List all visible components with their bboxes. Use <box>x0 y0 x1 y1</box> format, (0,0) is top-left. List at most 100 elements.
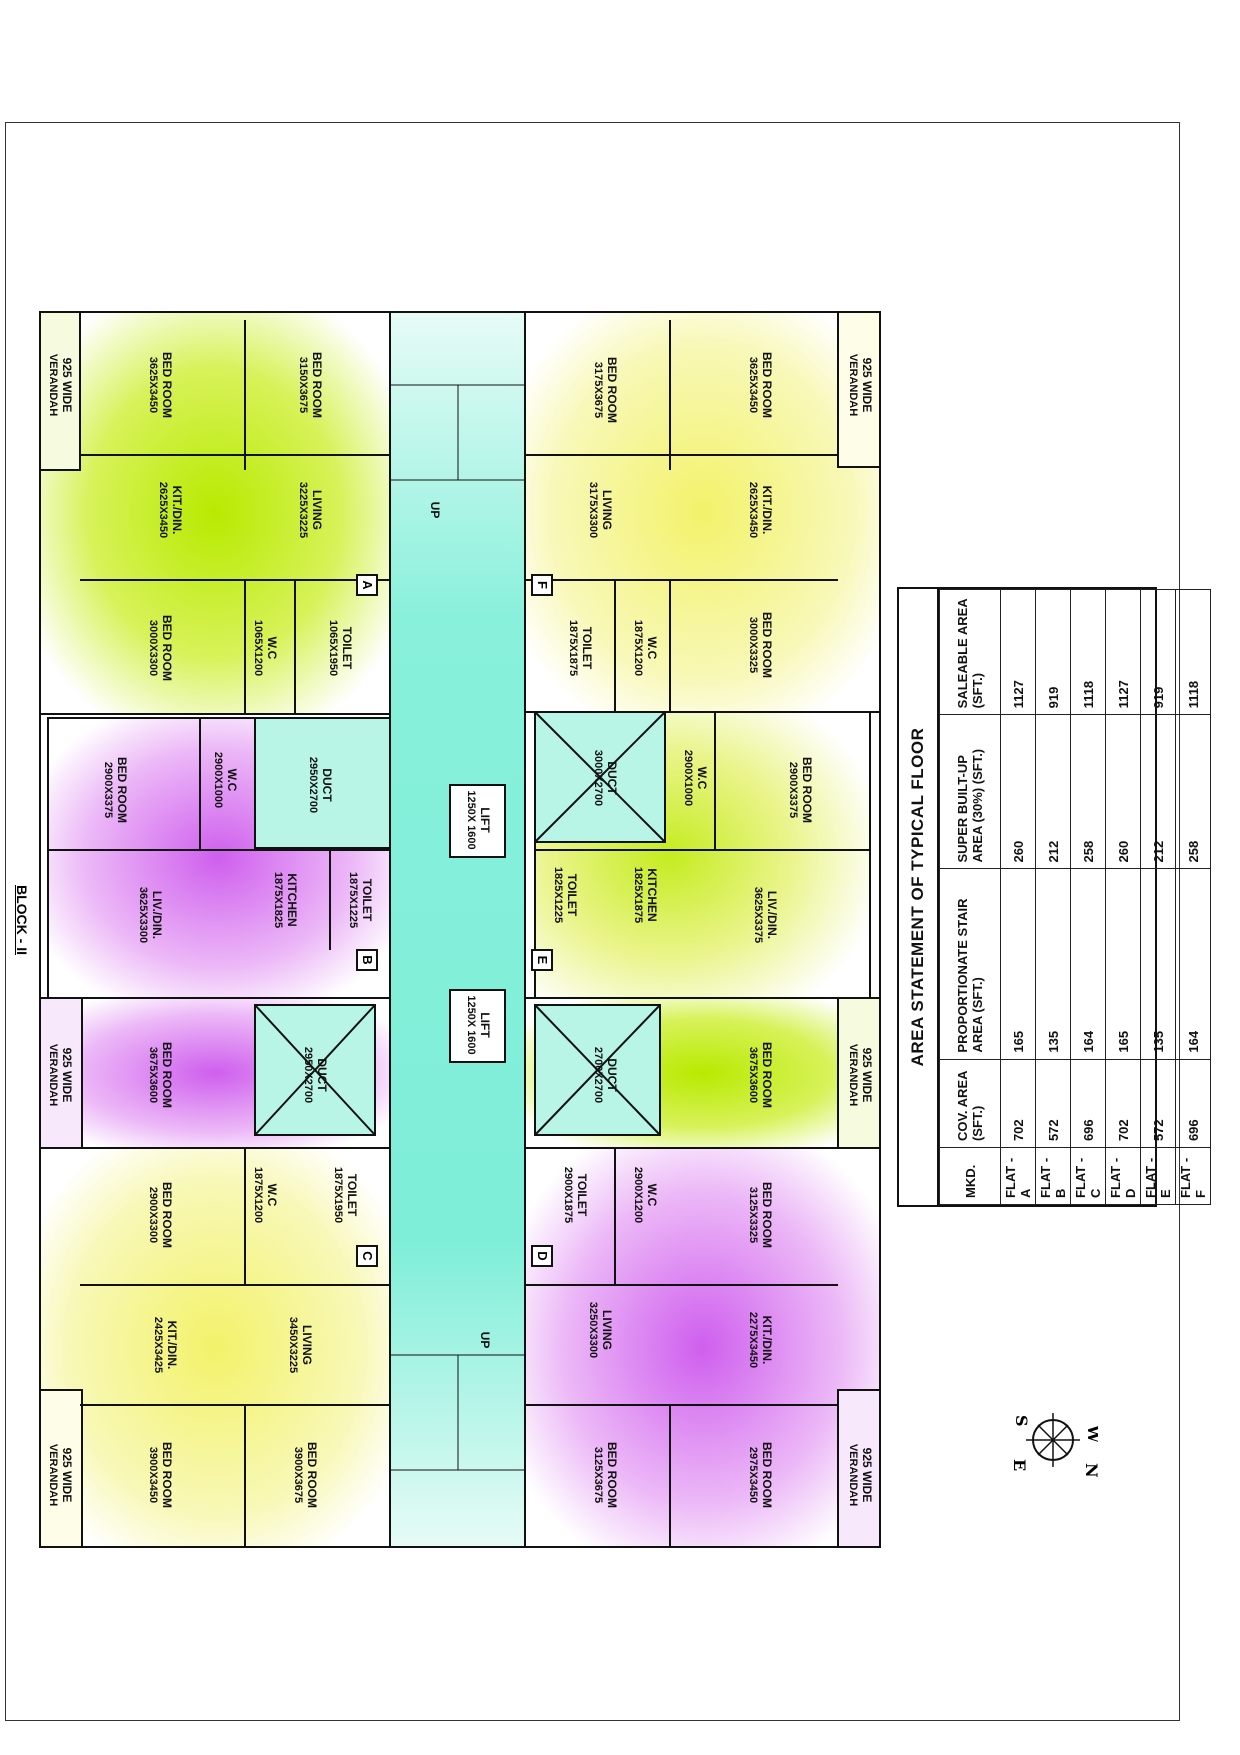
compass-n: N <box>1082 1463 1098 1478</box>
stair-bottom <box>390 1354 525 1471</box>
room-label: LIV./DIN.3625X3375 <box>752 886 779 944</box>
sheet-border <box>5 122 1180 1721</box>
col-header: SUPER BUILT-UP AREA (30%) (SFT.) <box>939 714 1001 869</box>
table-cell: 165 <box>1000 869 1036 1060</box>
flat-a <box>39 311 391 715</box>
table-cell: 135 <box>1035 869 1071 1060</box>
col-header: PROPORTIONATE STAIR AREA (SFT.) <box>939 869 1001 1060</box>
duct-left-2 <box>254 1004 376 1136</box>
table-row: FLAT - E 572 135 212 919 <box>1140 589 1176 1205</box>
table-cell: 164 <box>1070 869 1106 1060</box>
table-cell: FLAT - E <box>1140 1147 1176 1205</box>
flat-marker-b: B <box>356 949 378 971</box>
compass-w: W <box>1084 1424 1098 1444</box>
table-row: FLAT - F 696 164 258 1118 <box>1175 589 1211 1205</box>
table-cell: 135 <box>1140 869 1176 1060</box>
stair-up-label: UP <box>478 1331 492 1349</box>
table-cell: FLAT - B <box>1035 1147 1071 1205</box>
table-cell: 1118 <box>1070 589 1106 715</box>
flat-marker-e: E <box>531 949 553 971</box>
table-cell: 258 <box>1070 714 1106 869</box>
table-cell: 258 <box>1175 714 1211 869</box>
table-cell: 165 <box>1105 869 1141 1060</box>
compass-rose-icon: W S N E <box>1008 1395 1103 1485</box>
table-cell: 919 <box>1035 589 1071 715</box>
table-header-row: MKD. COV. AREA (SFT.) PROPORTIONATE STAI… <box>939 589 1001 1205</box>
table-cell: 212 <box>1035 714 1071 869</box>
table-cell: 572 <box>1140 1059 1176 1148</box>
flat-d <box>524 1147 881 1548</box>
table-cell: FLAT - C <box>1070 1147 1106 1205</box>
col-header: COV. AREA (SFT.) <box>939 1059 1001 1148</box>
stair-top <box>390 384 525 481</box>
table-cell: 1118 <box>1175 589 1211 715</box>
table-cell: 696 <box>1175 1059 1211 1148</box>
area-statement: AREA STATEMENT OF TYPICAL FLOOR MKD. COV… <box>897 587 1211 1207</box>
area-table: MKD. COV. AREA (SFT.) PROPORTIONATE STAI… <box>939 589 1211 1205</box>
table-cell: 919 <box>1140 589 1176 715</box>
flat-marker-f: F <box>531 574 553 596</box>
flat-c <box>39 1147 391 1548</box>
area-statement-table: AREA STATEMENT OF TYPICAL FLOOR MKD. COV… <box>897 587 1211 1207</box>
stair-up-label: UP <box>428 501 442 519</box>
table-cell: 1127 <box>1000 589 1036 715</box>
table-cell: 212 <box>1140 714 1176 869</box>
room-label: KIT./DIN.2625X3450 <box>747 481 774 539</box>
col-header: MKD. <box>939 1147 1001 1205</box>
table-cell: 702 <box>1105 1059 1141 1148</box>
table-cell: FLAT - F <box>1175 1147 1211 1205</box>
table-row: FLAT - D 702 165 260 1127 <box>1105 589 1141 1205</box>
flat-marker-c: C <box>356 1245 378 1267</box>
flat-marker-a: A <box>356 574 378 596</box>
table-cell: 164 <box>1175 869 1211 1060</box>
table-row: FLAT - A 702 165 260 1127 <box>1000 589 1036 1205</box>
table-cell: 572 <box>1035 1059 1071 1148</box>
area-statement-title: AREA STATEMENT OF TYPICAL FLOOR <box>899 589 939 1205</box>
corridor <box>389 311 526 1548</box>
col-header: SALEABLE AREA (SFT.) <box>939 589 1001 715</box>
